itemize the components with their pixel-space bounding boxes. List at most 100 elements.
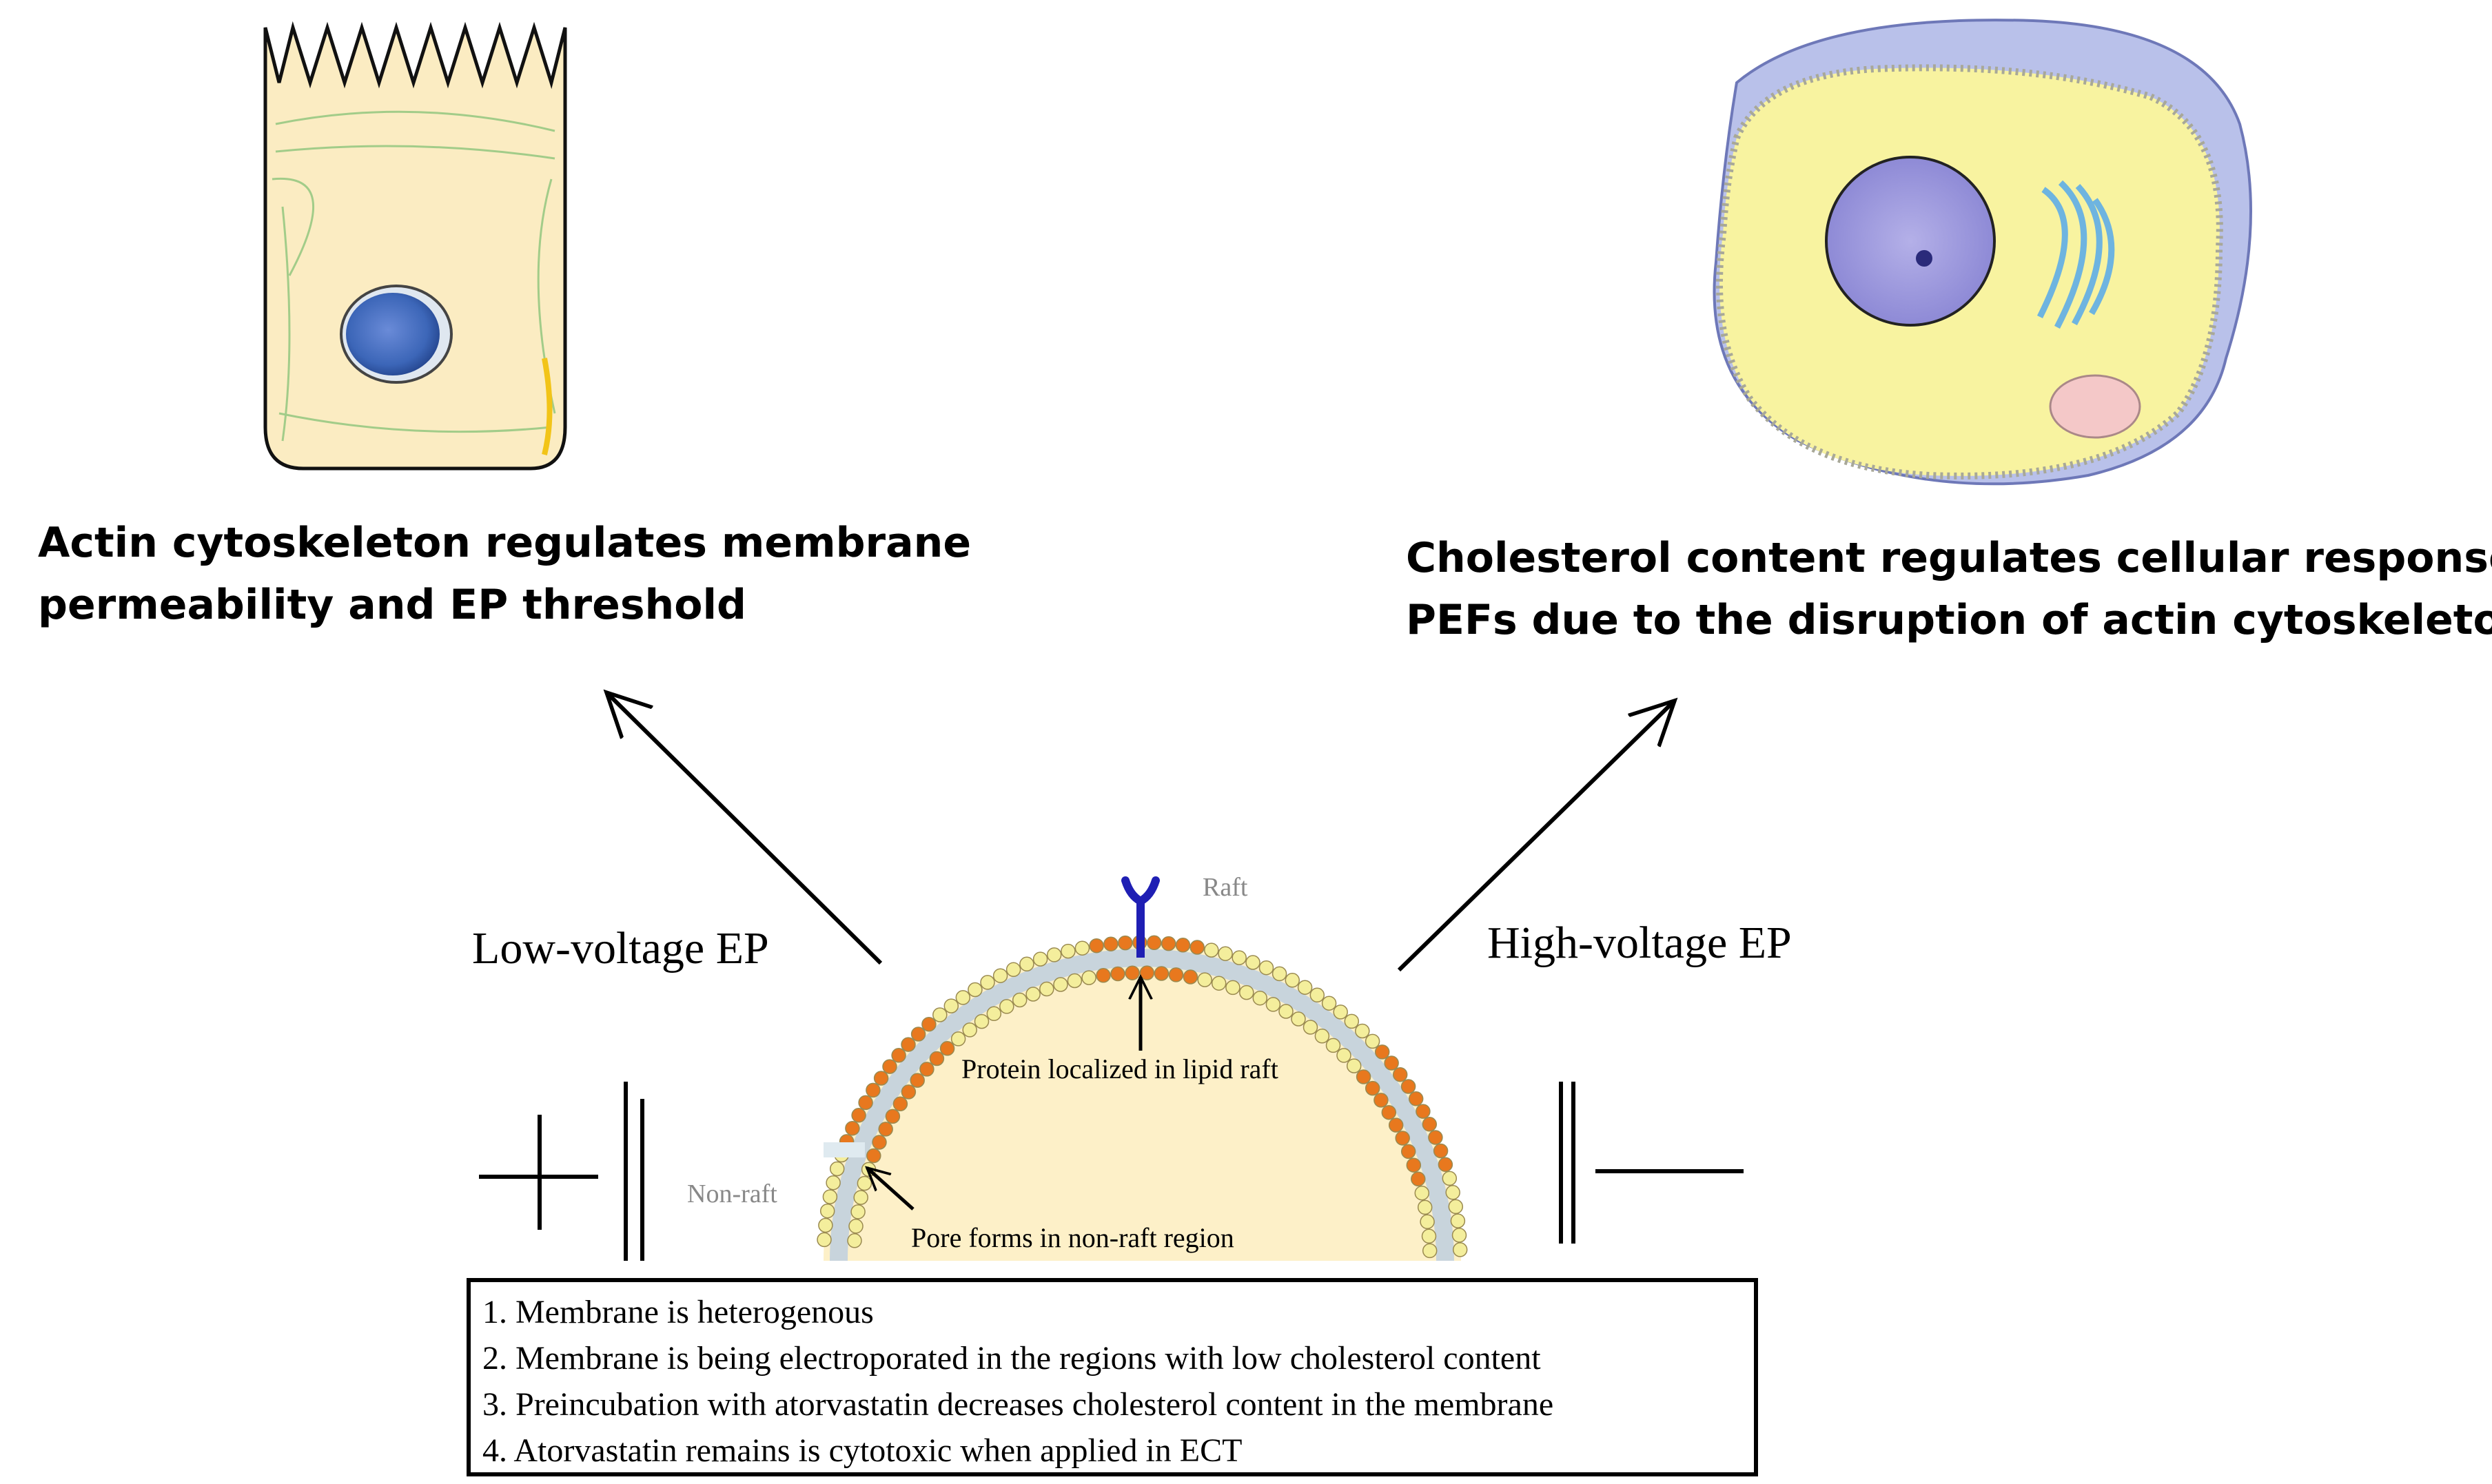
raft-lipid-head: [866, 1148, 881, 1164]
raft-lipid-head: [1161, 936, 1176, 951]
membrane-pore: [824, 1142, 865, 1157]
lipid-head: [992, 968, 1008, 983]
lipid-head: [1365, 1033, 1380, 1049]
raft-lipid-head: [1356, 1069, 1371, 1084]
raft-lipid-head: [1183, 969, 1198, 985]
raft-lipid-head: [1392, 1066, 1408, 1082]
raft-lipid-head: [1146, 935, 1162, 951]
lipid-head: [1346, 1058, 1362, 1073]
left-caption-line1: Actin cytoskeleton regulates membrane: [38, 519, 971, 567]
lipid-head: [1336, 1048, 1351, 1063]
lipid-head: [1067, 973, 1083, 989]
finding-4: 4. Atorvastatin remains is cytotoxic whe…: [482, 1432, 1242, 1469]
lipid-head: [1012, 992, 1028, 1008]
lipid-head: [1297, 980, 1313, 995]
lipid-head: [1445, 1185, 1460, 1200]
lipid-head: [822, 1189, 838, 1204]
lipid-head: [1211, 976, 1227, 991]
protein-label: Protein localized in lipid raft: [961, 1053, 1278, 1084]
lipid-head: [1355, 1023, 1370, 1039]
lipid-head: [1450, 1213, 1466, 1228]
lipid-head: [950, 1031, 966, 1047]
lipid-head: [932, 1007, 948, 1022]
finding-3: 3. Preincubation with atorvastatin decre…: [482, 1386, 1553, 1423]
raft-label: Raft: [1203, 873, 1248, 902]
lipid-head: [1074, 940, 1090, 956]
raft-lipid-head: [910, 1073, 925, 1088]
lipid-head: [1053, 977, 1068, 992]
lipid-head: [1325, 1038, 1341, 1053]
raft-lipid-head: [885, 1109, 901, 1124]
lipid-head: [1451, 1228, 1467, 1243]
lipid-head: [1422, 1243, 1438, 1259]
raft-lipid-head: [1433, 1143, 1449, 1159]
lipid-head: [1309, 987, 1325, 1003]
finding-1: 1. Membrane is heterogenous: [482, 1294, 874, 1330]
raft-lipid-head: [1103, 936, 1119, 951]
lipid-head: [955, 990, 971, 1005]
raft-lipid-head: [1089, 938, 1104, 954]
raft-lipid-head: [1388, 1117, 1404, 1133]
lipid-head: [1039, 981, 1054, 997]
raft-protein-icon: [1121, 876, 1160, 906]
raft-lipid-head: [1125, 965, 1140, 980]
lipid-head: [1025, 987, 1041, 1002]
lipid-head: [1314, 1029, 1330, 1044]
raft-lipid-head: [901, 1037, 916, 1052]
lipid-head: [848, 1219, 864, 1234]
lipid-head: [829, 1161, 845, 1177]
raft-lipid-head: [1175, 938, 1191, 953]
lipid-head: [847, 1233, 862, 1248]
lipid-head: [1414, 1185, 1430, 1201]
raft-lipid-head: [891, 1048, 906, 1063]
lipid-head: [817, 1232, 832, 1248]
pore-label: Pore forms in non-raft region: [911, 1222, 1234, 1253]
lipid-head: [1032, 951, 1048, 967]
arrow-to-left-cell: [606, 692, 883, 965]
high-voltage-label: High-voltage EP: [1487, 918, 1792, 968]
lipid-head: [1218, 946, 1233, 961]
lipid-head: [1344, 1013, 1360, 1029]
epithelial-cell-illustration: [263, 21, 567, 471]
lipid-head: [974, 1013, 990, 1029]
lipid-head: [1204, 942, 1219, 958]
lipid-head: [1225, 980, 1240, 996]
lipid-bilayer: [817, 935, 1468, 1261]
negative-electrode: [1559, 1082, 1744, 1244]
non-raft-label: Non-raft: [687, 1179, 777, 1208]
pore-pointer-arrow: [867, 1168, 915, 1210]
raft-lipid-head: [1154, 966, 1170, 981]
positive-electrode: [479, 1082, 644, 1261]
raft-lipid-head: [901, 1084, 917, 1100]
raft-lipid-head: [1189, 940, 1205, 955]
raft-lipid-head: [1374, 1044, 1390, 1060]
raft-lipid-head: [921, 1016, 937, 1032]
lipid-head: [1197, 972, 1212, 987]
lipid-head: [1252, 990, 1268, 1006]
raft-lipid-head: [882, 1059, 897, 1074]
membrane-cross-section: [817, 876, 1468, 1261]
lipid-head: [962, 1022, 977, 1038]
lipid-head: [1005, 962, 1021, 978]
lipid-head: [943, 998, 959, 1013]
raft-lipid-head: [1365, 1080, 1380, 1096]
lipid-head: [1278, 1004, 1294, 1019]
raft-lipid-head: [872, 1135, 887, 1150]
cancer-cell-illustration: [1713, 19, 2252, 486]
lipid-head: [999, 999, 1014, 1014]
lipid-head: [1232, 950, 1247, 965]
lipid-head: [1265, 997, 1281, 1012]
arrow-to-right-cell: [1397, 701, 1675, 972]
lipid-head: [1258, 960, 1274, 976]
raft-lipid-head: [1428, 1130, 1443, 1145]
right-caption-line2: PEFs due to the disruption of actin cyto…: [1406, 596, 2492, 644]
raft-lipid-head: [1118, 935, 1133, 951]
raft-lipid-head: [878, 1122, 893, 1137]
raft-lipid-head: [1110, 966, 1125, 982]
lipid-head: [1019, 956, 1034, 972]
lipid-head: [1442, 1171, 1458, 1186]
low-voltage-label: Low-voltage EP: [472, 923, 769, 973]
raft-lipid-head: [1373, 1093, 1389, 1108]
raft-lipid-head: [1168, 967, 1184, 982]
